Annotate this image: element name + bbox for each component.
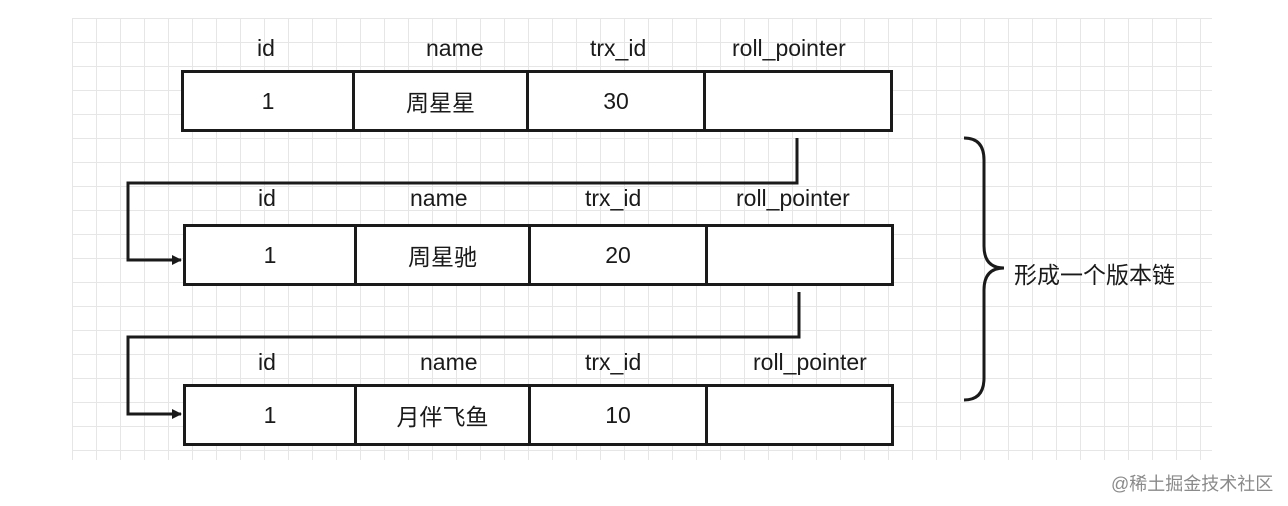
- version-record-1: 1 周星星 30: [181, 70, 893, 132]
- header-trx-id-1: trx_id: [590, 35, 647, 61]
- cell-trx-id: 30: [529, 73, 706, 129]
- header-trx-id-2: trx_id: [585, 185, 642, 211]
- watermark: @稀土掘金技术社区: [1111, 474, 1274, 494]
- cell-name: 周星星: [355, 73, 529, 129]
- header-id-1: id: [257, 35, 275, 61]
- cell-name: 月伴飞鱼: [357, 387, 531, 443]
- cell-name: 周星驰: [357, 227, 531, 283]
- header-trx-id-3: trx_id: [585, 349, 642, 375]
- header-roll-pointer-3: roll_pointer: [753, 349, 867, 375]
- cell-id: 1: [186, 387, 357, 443]
- version-record-2: 1 周星驰 20: [183, 224, 894, 286]
- header-roll-pointer-2: roll_pointer: [736, 185, 850, 211]
- roll-pointer-arrow-2: [126, 292, 801, 419]
- header-name-3: name: [420, 349, 478, 375]
- version-record-3: 1 月伴飞鱼 10: [183, 384, 894, 446]
- header-name-2: name: [410, 185, 468, 211]
- right-brace-icon: [963, 136, 1005, 402]
- cell-trx-id: 10: [531, 387, 708, 443]
- cell-id: 1: [184, 73, 355, 129]
- header-id-3: id: [258, 349, 276, 375]
- header-name-1: name: [426, 35, 484, 61]
- cell-id: 1: [186, 227, 357, 283]
- roll-pointer-arrow-1: [126, 138, 799, 265]
- header-id-2: id: [258, 185, 276, 211]
- header-roll-pointer-1: roll_pointer: [732, 35, 846, 61]
- version-chain-label: 形成一个版本链: [1014, 262, 1175, 288]
- cell-trx-id: 20: [531, 227, 708, 283]
